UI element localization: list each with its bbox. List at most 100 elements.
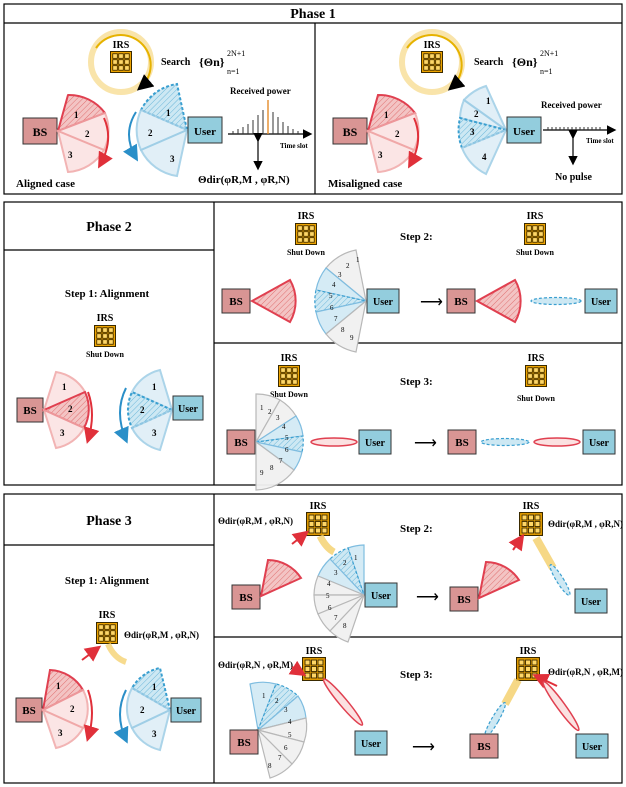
svg-text:IRS: IRS [281,353,298,364]
svg-text:BS: BS [22,705,35,717]
svg-text:Step 2:: Step 2: [400,523,433,535]
aligned-case-label: Aligned case [16,178,75,190]
svg-text:4: 4 [482,152,487,162]
svg-text:4: 4 [288,718,292,726]
svg-text:2: 2 [140,405,145,415]
phase1-misaligned-case: IRS Search {Θn} 2N+1 n=1 BS 1 2 3 [328,29,617,190]
svg-text:User: User [589,438,610,449]
svg-text:3: 3 [58,728,63,738]
phase3-title: Phase 3 [86,514,132,529]
svg-text:8: 8 [343,622,347,630]
search-label: Search [161,57,191,68]
svg-text:5: 5 [326,592,330,600]
svg-text:2: 2 [140,705,145,715]
svg-text:User: User [361,739,382,750]
svg-text:Shut Down: Shut Down [516,248,555,257]
user-label: User [194,126,216,138]
svg-text:8: 8 [341,326,345,334]
svg-text:1: 1 [152,682,157,692]
phase3-step3: Θdir(φR,N , φR,M) IRS Step 3: 1 2 3 4 5 … [218,646,623,779]
svg-text:3: 3 [276,414,280,422]
svg-text:2: 2 [474,109,479,119]
svg-text:BS: BS [229,296,242,308]
misaligned-case-label: Misaligned case [328,178,402,190]
svg-text:⟶: ⟶ [416,589,439,606]
search-math: {Θn} [199,55,225,69]
irs-icon [525,365,547,387]
svg-text:7: 7 [279,457,283,465]
svg-text:IRS: IRS [528,353,545,364]
irs-icon [110,51,132,73]
svg-text:9: 9 [260,469,264,477]
irs-icon [94,325,116,347]
irs-icon [306,512,330,536]
svg-text:5: 5 [288,731,292,739]
svg-text:4: 4 [327,580,331,588]
svg-text:BS: BS [23,405,36,417]
svg-text:Θdir(φR,M , φR,N): Θdir(φR,M , φR,N) [548,519,623,529]
svg-text:3: 3 [378,150,383,160]
svg-text:{Θn}: {Θn} [512,55,538,69]
svg-text:BS: BS [343,125,358,139]
irs-icon [421,51,443,73]
svg-text:Search: Search [474,57,504,68]
svg-text:1: 1 [152,382,157,392]
step3-label: Step 3: [400,376,433,388]
irs-icon [278,365,300,387]
svg-text:⟶: ⟶ [420,294,443,311]
irs-icon [96,622,118,644]
svg-text:2: 2 [275,697,279,705]
svg-text:IRS: IRS [523,501,540,512]
svg-text:2: 2 [395,129,400,139]
svg-text:3: 3 [284,706,288,714]
theta-dir-label: Θdir(φR,M , φR,N) [124,630,199,640]
svg-text:3: 3 [152,729,157,739]
step1-label: Step 1: Alignment [65,288,150,300]
svg-text:BS: BS [477,741,490,753]
svg-text:2: 2 [343,559,347,567]
svg-text:Shut Down: Shut Down [86,350,125,359]
svg-text:1: 1 [486,96,491,106]
svg-text:IRS: IRS [520,646,537,657]
svg-text:User: User [591,297,612,308]
received-power-pulses [228,100,313,139]
svg-text:1: 1 [56,681,61,691]
svg-text:⟶: ⟶ [412,739,435,756]
svg-text:Shut Down: Shut Down [517,394,556,403]
user-beam-fan: 1 2 3 4 5 6 7 8 [313,544,365,643]
svg-text:IRS: IRS [310,501,327,512]
svg-text:2: 2 [346,262,350,270]
svg-text:⟶: ⟶ [414,435,437,452]
phase1-title: Phase 1 [290,7,336,22]
svg-text:Θdir(φR,M , φR,N): Θdir(φR,M , φR,N) [218,516,293,526]
svg-text:1: 1 [62,382,67,392]
svg-text:BS: BS [454,296,467,308]
svg-text:User: User [581,597,602,608]
svg-text:3: 3 [152,428,157,438]
received-power-label: Received power [230,86,291,96]
svg-text:BS: BS [239,592,252,604]
svg-text:9: 9 [350,334,354,342]
svg-text:User: User [582,742,603,753]
bs-beam-fan: 1 2 3 4 5 6 7 8 [249,681,308,779]
svg-text:2: 2 [85,129,90,139]
svg-text:6: 6 [284,744,288,752]
phase3-step1: Step 1: Alignment IRS Θdir(φR,M , φR,N) … [15,575,202,752]
flat-power-trace [543,125,617,135]
search-sup: 2N+1 [227,49,245,58]
bs-beam-fan: 1 2 3 4 5 6 7 8 9 [255,393,304,491]
svg-text:6: 6 [285,446,289,454]
svg-text:1: 1 [262,692,266,700]
svg-text:Θdir(φR,N , φR,M): Θdir(φR,N , φR,M) [548,667,623,677]
phase1-panel: Phase 1 IRS Search {Θn} 2N+1 n=1 BS 1 2 … [3,3,623,195]
svg-text:4: 4 [282,423,286,431]
svg-text:BS: BS [237,737,250,749]
svg-text:Shut Down: Shut Down [270,390,309,399]
svg-text:3: 3 [170,154,175,164]
svg-text:Step 3:: Step 3: [400,669,433,681]
svg-text:7: 7 [334,614,338,622]
svg-text:2: 2 [68,404,73,414]
svg-text:2: 2 [70,704,75,714]
svg-text:3: 3 [60,428,65,438]
